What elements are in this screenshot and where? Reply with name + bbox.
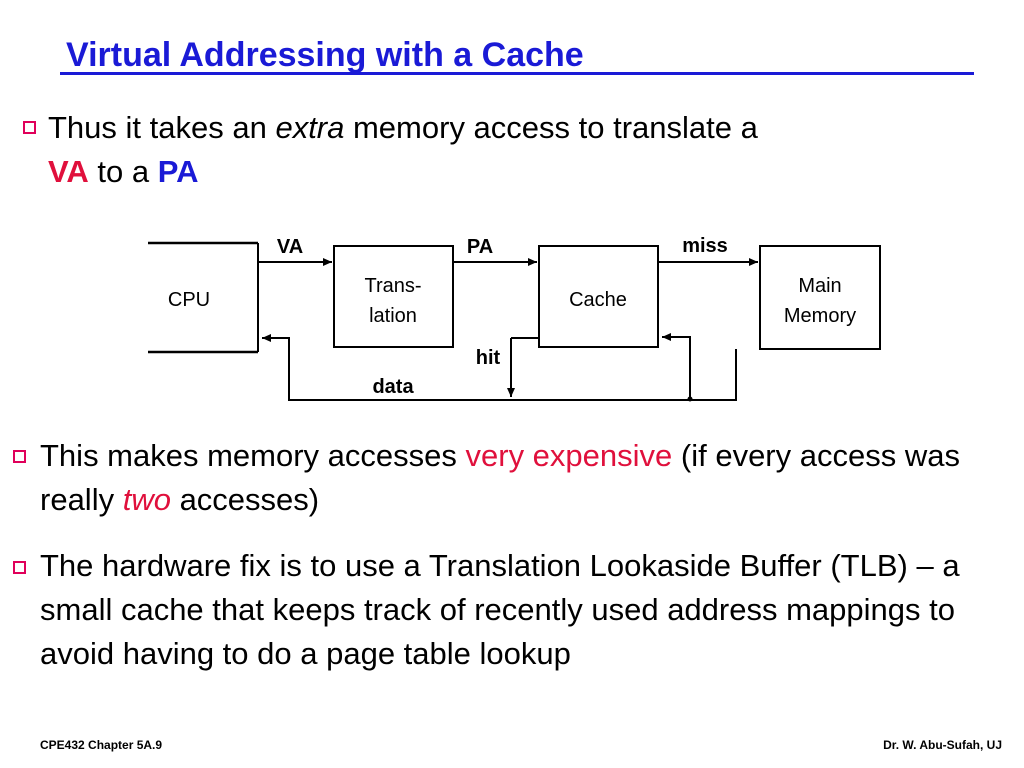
bullet-box-icon (13, 561, 26, 574)
bullet-box-icon (23, 121, 36, 134)
va-term: VA (48, 154, 89, 189)
bullet-1: Thus it takes an extra memory access to … (48, 106, 988, 194)
bullet-1-text-3: to a (88, 154, 158, 189)
slide-title: Virtual Addressing with a Cache (66, 36, 584, 74)
pa-term: PA (157, 154, 199, 189)
bullet-2: This makes memory accesses very expensiv… (40, 434, 1020, 522)
translation-box (333, 245, 454, 348)
va-arrow-label: VA (277, 236, 303, 258)
main-memory-label-2: Memory (784, 305, 856, 327)
title-underline (60, 72, 974, 75)
main-memory-label-1: Main (798, 275, 841, 297)
cache-fill-arrow (662, 333, 691, 398)
bullet-2-text: This makes memory accesses (40, 438, 466, 473)
bullet-1-text: Thus it takes an (48, 110, 276, 145)
cache-box (538, 245, 659, 348)
bullet-2-text-3: accesses) (170, 482, 320, 517)
bullet-3: The hardware fix is to use a Translation… (40, 548, 960, 671)
cpu-label: CPU (168, 289, 210, 311)
miss-arrow-label: miss (682, 235, 728, 257)
cache-label: Cache (569, 289, 627, 311)
translation-label-2: lation (369, 305, 417, 327)
bullet-2-highlight: very expensive (465, 438, 673, 473)
main-memory-box (759, 245, 881, 350)
data-label: data (372, 376, 414, 398)
hit-label: hit (476, 347, 501, 369)
translation-label-1: Trans- (364, 275, 421, 297)
bullet-1-emphasis: extra (275, 110, 345, 145)
bullet-2-emphasis: two (122, 482, 171, 517)
pa-arrow-label: PA (467, 236, 493, 258)
bullet-2-text-2: (if every access was really (40, 438, 960, 517)
bullet-box-icon (13, 450, 26, 463)
data-return-path (262, 334, 737, 401)
bullet-1-text-2: memory access to translate a (344, 110, 758, 145)
footer-course: CPE432 Chapter 5A.9 (40, 738, 163, 752)
footer-author: Dr. W. Abu-Sufah, UJ (883, 738, 1002, 752)
junction-dot (687, 396, 693, 402)
